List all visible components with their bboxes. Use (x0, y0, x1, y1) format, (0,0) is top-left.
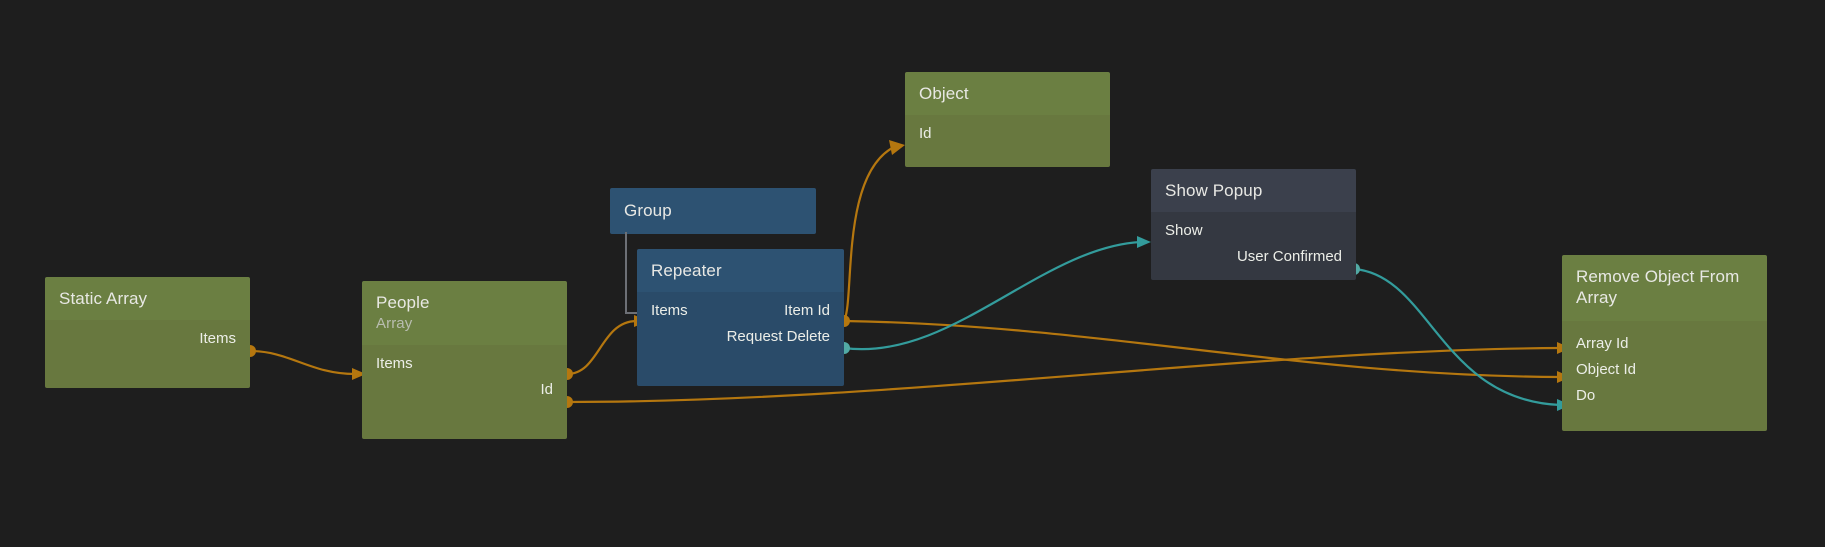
port-label-items: Items (651, 302, 688, 319)
port-label-user-confirmed: User Confirmed (1236, 248, 1342, 265)
node-remove-object-from-array-title: Remove Object From Array (1576, 267, 1740, 307)
wire-request-delete-to-show (843, 240, 1141, 351)
node-static-array[interactable]: Static Array Items (45, 277, 250, 388)
node-remove-object-from-array[interactable]: Remove Object From Array Array Id Object… (1562, 255, 1767, 431)
port-spacer (905, 147, 1110, 157)
node-people-subtitle: Array (376, 315, 413, 332)
port-label-item-id: Item Id (784, 302, 830, 319)
port-label-request-delete: Request Delete (726, 328, 830, 345)
port-people-items[interactable]: Items (362, 351, 567, 377)
node-static-array-title: Static Array (59, 289, 148, 308)
node-repeater[interactable]: Repeater Items Item Id Request Delete (637, 249, 844, 386)
node-remove-object-from-array-header: Remove Object From Array (1562, 255, 1767, 321)
port-label-items: Items (199, 330, 236, 347)
node-group-title: Group (624, 201, 672, 220)
wire-static-array-items-to-people-items (249, 349, 356, 376)
port-object-id[interactable]: Id (905, 121, 1110, 147)
port-repeater-items-and-itemid[interactable]: Items Item Id (637, 298, 844, 324)
node-object[interactable]: Object Id (905, 72, 1110, 167)
port-spacer (637, 350, 844, 376)
wire-people-out-to-repeater-items (566, 319, 638, 376)
port-label-do: Do (1576, 387, 1596, 404)
node-repeater-body: Items Item Id Request Delete (637, 292, 844, 386)
wire-user-confirmed-to-do (1353, 267, 1561, 407)
node-remove-object-from-array-body: Array Id Object Id Do (1562, 321, 1767, 431)
node-repeater-header: Repeater (637, 249, 844, 292)
arrowhead-show-popup-show (1137, 236, 1151, 248)
port-spacer (362, 403, 567, 429)
port-repeater-request-delete[interactable]: Request Delete (637, 324, 844, 350)
node-object-title: Object (919, 84, 969, 103)
port-label-items: Items (376, 355, 413, 372)
node-group-header: Group (610, 188, 816, 234)
port-label-array-id: Array Id (1576, 335, 1629, 352)
port-show-popup-show[interactable]: Show (1151, 218, 1356, 244)
port-show-popup-user-confirmed[interactable]: User Confirmed (1151, 244, 1356, 270)
port-label-show: Show (1165, 222, 1203, 239)
node-group[interactable]: Group (610, 188, 816, 234)
node-object-body: Id (905, 115, 1110, 167)
port-label-object-id: Object Id (1576, 361, 1637, 378)
group-child-bracket (625, 232, 643, 314)
node-show-popup-body: Show User Confirmed (1151, 212, 1356, 280)
port-remove-array-id[interactable]: Array Id (1562, 331, 1767, 357)
port-label-id: Id (540, 381, 553, 398)
port-static-array-items[interactable]: Items (45, 326, 250, 352)
port-remove-do[interactable]: Do (1562, 383, 1767, 409)
node-people-body: Items Id (362, 345, 567, 439)
arrowhead-object-id (889, 140, 905, 155)
node-people-header: People Array (362, 281, 567, 345)
wire-repeater-itemid-to-remove-object-id (843, 319, 1561, 379)
wire-repeater-itemid-to-object-id (842, 146, 895, 322)
node-people-title: People (376, 293, 430, 312)
node-object-header: Object (905, 72, 1110, 115)
node-people[interactable]: People Array Items Id (362, 281, 567, 439)
port-label-id: Id (919, 125, 932, 142)
node-static-array-header: Static Array (45, 277, 250, 320)
node-show-popup-header: Show Popup (1151, 169, 1356, 212)
node-show-popup-title: Show Popup (1165, 181, 1263, 200)
node-repeater-title: Repeater (651, 261, 722, 280)
port-remove-object-id[interactable]: Object Id (1562, 357, 1767, 383)
node-static-array-body: Items (45, 320, 250, 388)
node-show-popup[interactable]: Show Popup Show User Confirmed (1151, 169, 1356, 280)
port-spacer (45, 352, 250, 378)
port-people-id[interactable]: Id (362, 377, 567, 403)
